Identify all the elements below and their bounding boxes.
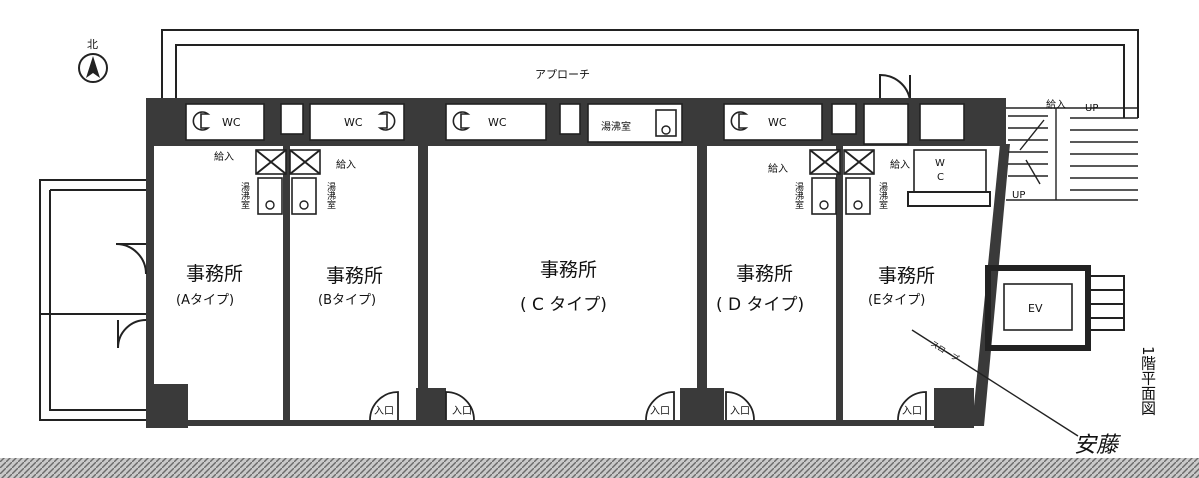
intake-label-a: 給入 [214,150,234,163]
signature: 安藤 [1074,433,1121,458]
svg-text:(Eタイプ): (Eタイプ) [868,293,925,308]
svg-text:事務所: 事務所 [736,263,793,285]
stairs [1006,107,1138,201]
pantry-label-a: 湯沸室 [239,182,250,209]
intake-label-e: 給入 [890,158,910,171]
wc-e-bottom: C [937,172,944,183]
svg-text:事務所: 事務所 [186,263,243,285]
svg-text:事務所: 事務所 [540,259,597,281]
intake-label-b: 給入 [336,158,356,171]
room-a: 事務所 (Aタイプ) [176,263,243,308]
entrance-label-b: 入口 [374,406,394,417]
room-e: 事務所 (Eタイプ) [868,265,935,308]
svg-text:(Bタイプ): (Bタイプ) [318,293,376,308]
entrance-label-d: 入口 [730,406,750,417]
room-d: 事務所 ( D タイプ) [716,263,804,315]
pantry-label-c: 湯沸室 [601,120,631,133]
approach-label: アプローチ [535,68,590,81]
service-module-de [809,149,875,215]
up-label-bottom: UP [1012,190,1025,201]
wc-label-c: WC [488,116,507,129]
room-c: 事務所 ( C タイプ) [520,259,607,315]
entrance-label-c2: 入口 [650,406,670,417]
svg-text:事務所: 事務所 [878,265,935,287]
wc-label-a: WC [222,116,241,129]
svg-text:( C タイプ): ( C タイプ) [520,295,607,315]
room-b: 事務所 (Bタイプ) [318,265,383,308]
pantry-label-e: 湯沸室 [877,182,888,209]
pantry-label-b: 湯沸室 [325,182,336,209]
intake-label-stairs: 給入 [1046,98,1066,111]
up-label-top: UP [1085,103,1098,114]
entrance-label-e: 入口 [902,406,922,417]
wc-c [445,103,547,141]
wc-label-b: WC [344,116,363,129]
ground-band [0,458,1199,478]
ev-label: EV [1028,302,1043,315]
svg-text:事務所: 事務所 [326,265,383,287]
wc-d [723,103,823,141]
wc-a [185,103,265,141]
svg-text:(Aタイプ): (Aタイプ) [176,293,234,308]
service-module-ab [255,149,321,215]
svg-text:( D タイプ): ( D タイプ) [716,295,804,315]
entrance-label-c1: 入口 [452,406,472,417]
pantry-label-d: 湯沸室 [793,182,804,209]
slope-label: スロープ [929,339,961,363]
floor-plan-title: 1階平面図 [1139,346,1157,416]
wc-b [309,103,405,141]
north-label: 北 [87,38,98,51]
north-arrow-icon [78,53,108,83]
wc-label-d: WC [768,116,787,129]
approach-outline [161,29,1139,118]
wc-e-top: W [935,158,945,169]
elevator-shaft [985,265,1091,351]
intake-label-d: 給入 [768,162,788,175]
